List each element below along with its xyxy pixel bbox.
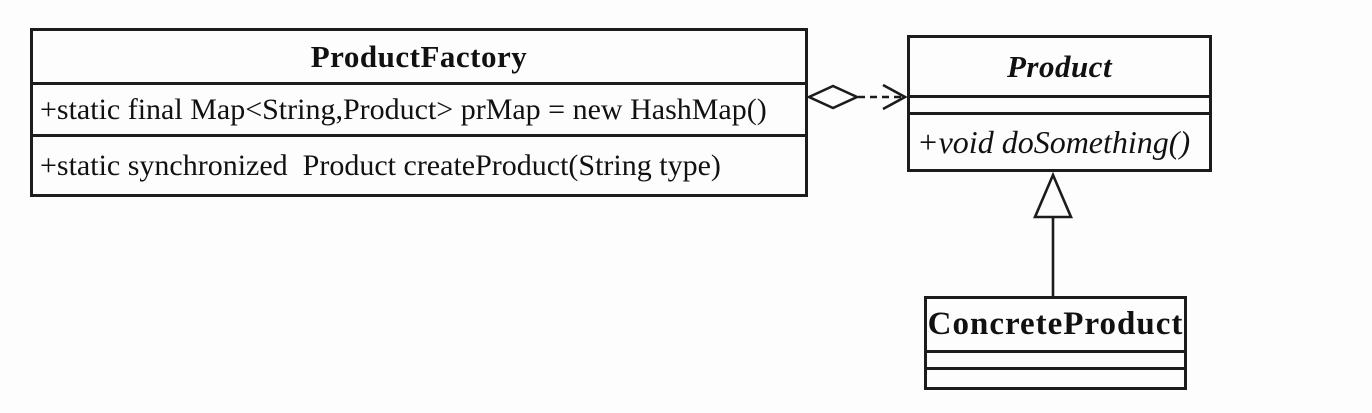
aggregation-connector (805, 83, 908, 111)
class-box-concrete-product: ConcreteProduct (924, 296, 1187, 390)
product-factory-operation: +static synchronized Product createProdu… (33, 134, 805, 194)
class-box-product-factory: ProductFactory +static final Map<String,… (30, 28, 808, 197)
aggregation-arrowhead-icon (882, 83, 908, 111)
product-factory-attribute: +static final Map<String,Product> prMap … (33, 82, 805, 134)
concrete-product-title: ConcreteProduct (927, 306, 1184, 342)
concrete-product-empty-attributes-compartment (927, 350, 1184, 367)
product-empty-attributes-compartment (910, 95, 1209, 112)
product-operation: +void doSomething() (910, 112, 1209, 169)
aggregation-diamond-icon (805, 84, 861, 110)
product-factory-title: ProductFactory (310, 38, 528, 74)
concrete-product-empty-operations-compartment (927, 367, 1184, 387)
product-title: Product (1006, 48, 1113, 84)
generalization-connector (1033, 171, 1073, 296)
generalization-triangle-icon (1033, 171, 1073, 219)
class-box-product: Product +void doSomething() (907, 35, 1212, 172)
